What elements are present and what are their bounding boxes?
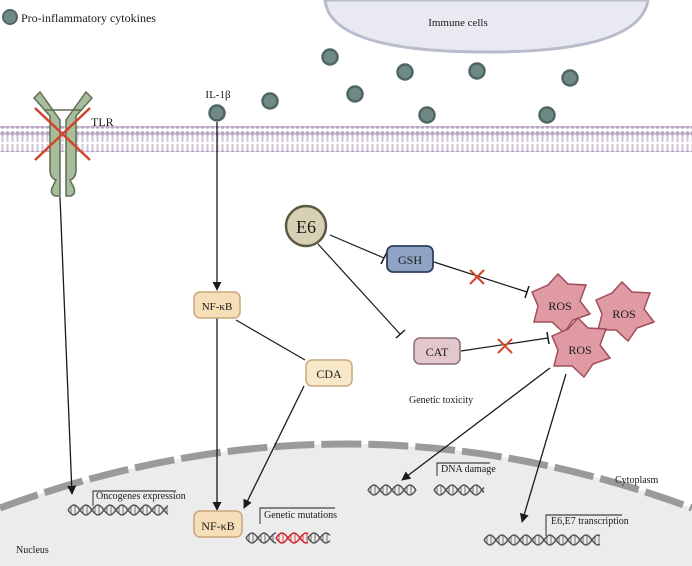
- cat-label: CAT: [426, 345, 449, 359]
- cytokine: [561, 69, 579, 87]
- ros-to-dna-damage-arrow: [401, 367, 551, 481]
- oncogenes-promoter-arrow: [92, 490, 176, 506]
- nfkb-cytoplasm-label: NF-κB: [202, 301, 233, 313]
- tlr-receptor: [32, 90, 94, 197]
- cytokines: [261, 48, 579, 124]
- e6-inhibits-gsh: [329, 234, 385, 259]
- ros-molecule: ROS: [551, 316, 612, 379]
- ros-label-2: ROS: [612, 307, 635, 321]
- nucleus-label: Nucleus: [16, 545, 49, 556]
- mutations-promoter-arrow: [259, 507, 335, 524]
- e6-circle: [284, 204, 328, 248]
- nfkb-cda-link: [235, 319, 306, 361]
- cda-label: CDA: [316, 367, 342, 381]
- oncogenes-label: Oncogenes expression: [96, 491, 186, 502]
- mutation-dna-left: [245, 532, 277, 544]
- legend-label: Pro-inflammatory cytokines: [21, 11, 156, 25]
- ros-molecule: ROS: [531, 272, 592, 335]
- cat-inhibition-bar: [395, 329, 406, 339]
- nucleus: [0, 444, 692, 566]
- gsh-label: GSH: [398, 253, 422, 267]
- il1b-label: IL-1β: [205, 89, 231, 101]
- e6-inhibits-cat: [317, 243, 401, 335]
- ros-inhibition-bar: [524, 285, 530, 299]
- nfkb-cytoplasm-box: [193, 291, 241, 319]
- cat-box: [413, 337, 461, 365]
- cda-box: [305, 359, 353, 387]
- dna-damage-promoter-arrow: [436, 462, 490, 476]
- gsh-box: [386, 245, 434, 273]
- cytoplasm-label: Cytoplasm: [615, 475, 659, 486]
- mutation-dna-right: [307, 532, 331, 544]
- gsh-block-cross-icon: [469, 269, 485, 285]
- immune-cell: [323, 0, 650, 54]
- tlr-inhibition-cross-icon: [34, 107, 91, 161]
- oncogene-dna: [67, 504, 169, 516]
- cytokine: [321, 48, 339, 66]
- dna-damage-right: [433, 484, 485, 496]
- gsh-inhibition-bar: [380, 251, 388, 265]
- tlr-to-oncogenes-arrow: [59, 196, 77, 495]
- cytokine: [418, 106, 436, 124]
- ros-inhibition-bar-2: [546, 331, 550, 345]
- dna-damage-label: DNA damage: [441, 464, 496, 475]
- cytokine: [396, 63, 414, 81]
- transcription-dna: [483, 534, 601, 546]
- nfkb-nucleus-label: NF-κB: [201, 519, 234, 533]
- mutation-dna-mutated: [275, 532, 309, 544]
- cell-membrane: [0, 126, 692, 152]
- cytokine: [538, 106, 556, 124]
- cytokine: [346, 85, 364, 103]
- immune-cells-label: Immune cells: [428, 17, 488, 29]
- cytokine: [468, 62, 486, 80]
- e6-label: E6: [296, 217, 316, 237]
- genetic-toxicity-label: Genetic toxicity: [409, 395, 473, 406]
- ros-label-1: ROS: [548, 299, 571, 313]
- gsh-inhibits-ros: [433, 261, 528, 293]
- transcription-label: E6,E7 transcription: [551, 516, 629, 527]
- dna-damage-left: [367, 484, 417, 496]
- ros-label-3: ROS: [568, 343, 591, 357]
- ros-molecule: ROS: [595, 280, 656, 343]
- genetic-mutations-label: Genetic mutations: [264, 510, 337, 521]
- nfkb-nucleus-box: [193, 510, 243, 538]
- ros-to-transcription-arrow: [519, 373, 567, 523]
- cytokine: [261, 92, 279, 110]
- cytokine-legend-icon: [2, 9, 18, 25]
- cda-to-mutations-arrow: [243, 385, 305, 509]
- transcription-promoter-arrow: [545, 514, 622, 536]
- il1b-cytokine: [208, 104, 226, 122]
- dna-helices: [67, 484, 601, 546]
- tlr-label: TLR: [91, 115, 114, 129]
- cat-block-cross-icon: [497, 338, 513, 354]
- nuclear-envelope: [0, 440, 692, 512]
- legend: Pro-inflammatory cytokines: [2, 9, 156, 25]
